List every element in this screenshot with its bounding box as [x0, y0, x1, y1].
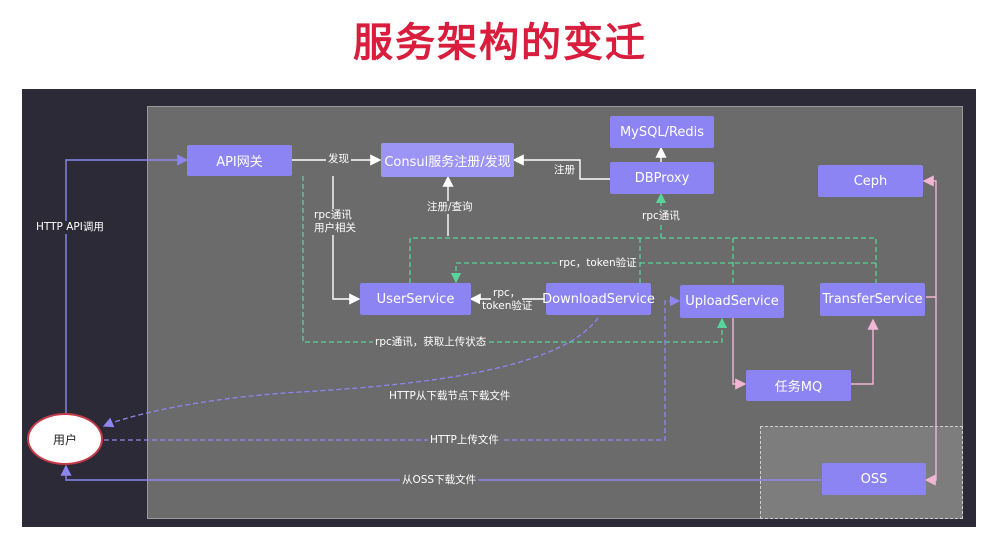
label-rpc-upload-status: rpc通讯，获取上传状态	[373, 336, 489, 349]
label-rpc-user-2: 用户相关	[312, 222, 358, 235]
label-rpc-user-1: rpc通讯	[312, 209, 354, 222]
ceph-node[interactable]: Ceph	[818, 165, 923, 197]
edge-token-verify	[450, 262, 733, 284]
label-http-api-call: HTTP API调用	[34, 221, 106, 234]
label-rpc-token-2: token验证	[480, 300, 535, 313]
mysql-redis-node[interactable]: MySQL/Redis	[610, 116, 714, 148]
label-rpc-token-verify: rpc，token验证	[557, 257, 639, 270]
api-gateway-node[interactable]: API网关	[187, 145, 292, 176]
download-service-node[interactable]: DownloadService	[542, 283, 655, 315]
oss-node[interactable]: OSS	[822, 463, 926, 495]
dbproxy-node[interactable]: DBProxy	[610, 162, 714, 194]
transfer-service-node[interactable]: TransferService	[820, 283, 925, 316]
edge-api-userservice	[332, 176, 361, 305]
label-rpc-comm: rpc通讯	[640, 210, 682, 223]
edge-transfer-ceph	[922, 175, 937, 298]
edge-transfer-oss	[924, 297, 937, 486]
edge-bus-dbproxy	[409, 237, 877, 283]
edge-oss-user	[60, 464, 821, 481]
edge-user-api	[65, 154, 189, 413]
edge-api-upload-status	[302, 176, 728, 343]
task-mq-node[interactable]: 任务MQ	[746, 370, 851, 401]
edge-download-user	[102, 317, 599, 428]
consul-node[interactable]: Consul服务注册/发现	[381, 143, 514, 177]
label-discover: 发现	[326, 153, 351, 166]
label-http-upload: HTTP上传文件	[428, 434, 501, 447]
edge-user-upload	[104, 295, 681, 441]
user-node[interactable]: 用户	[27, 413, 103, 465]
label-rpc-token-1: rpc，	[491, 287, 523, 300]
label-oss-download: 从OSS下载文件	[400, 474, 479, 487]
edge-dbproxy-consul	[512, 154, 610, 180]
edge-upload-mq	[732, 318, 747, 390]
user-service-node[interactable]: UserService	[360, 283, 471, 315]
label-register: 注册	[552, 164, 577, 177]
page-title: 服务架构的变迁	[353, 20, 647, 66]
label-http-download-node: HTTP从下载节点下载文件	[387, 390, 513, 403]
edge-mq-transfer	[851, 318, 879, 385]
upload-service-node[interactable]: UploadService	[680, 285, 784, 318]
label-register-query: 注册/查询	[425, 201, 475, 214]
